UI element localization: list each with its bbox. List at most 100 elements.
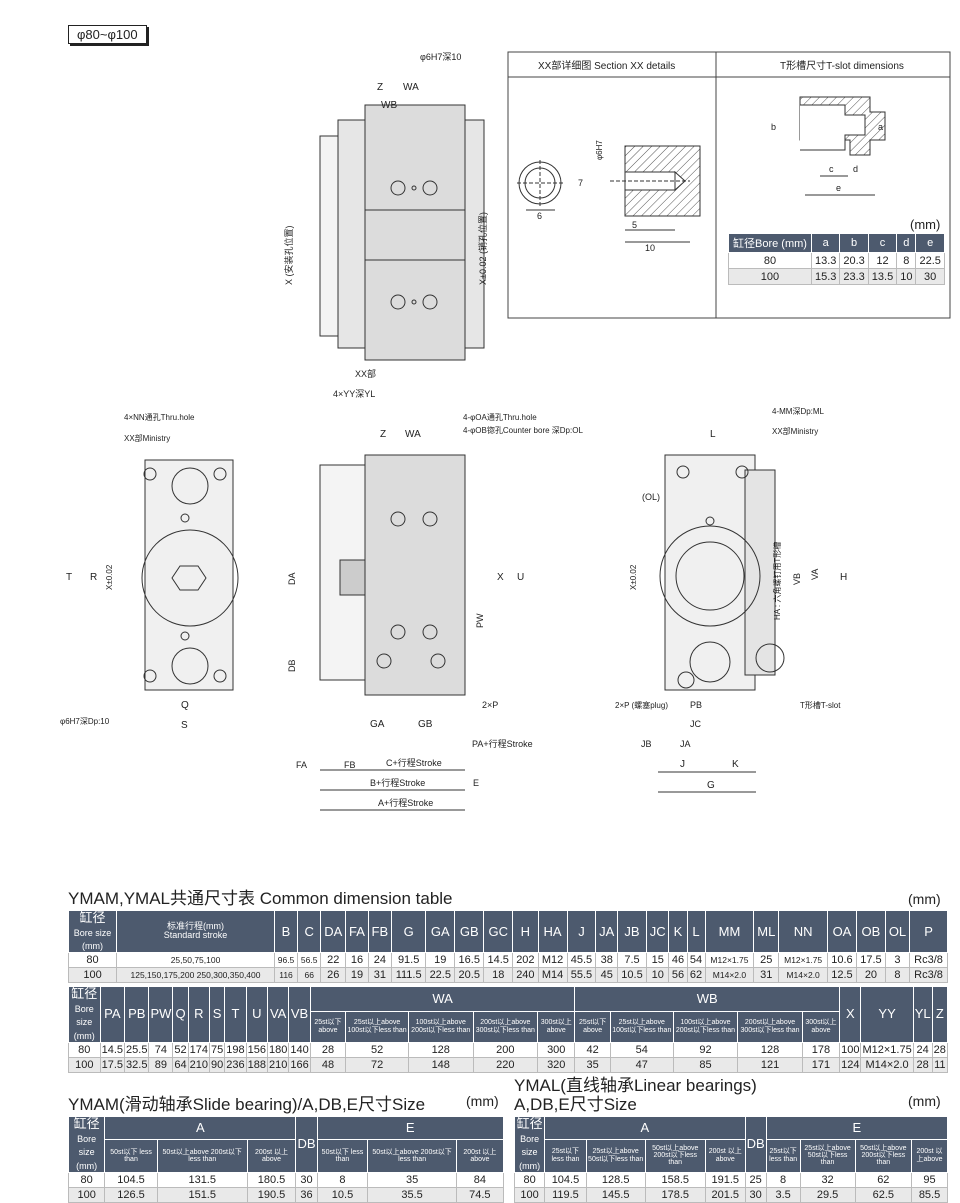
table-cell: M14×2.0 — [704, 966, 755, 983]
table-cell: 89 — [148, 1056, 174, 1073]
table-cell: 96.5 — [273, 951, 299, 968]
table-cell: 174 — [187, 1041, 211, 1058]
table-cell: 210 — [187, 1056, 211, 1073]
svg-text:Z: Z — [380, 429, 386, 440]
table-cell: 29.5 — [799, 1186, 856, 1203]
svg-text:Z: Z — [377, 82, 383, 93]
svg-text:GA: GA — [370, 719, 385, 730]
table-cell: 191.5 — [704, 1171, 746, 1188]
table-cell: 25.5 — [124, 1041, 150, 1058]
svg-text:JC: JC — [690, 719, 702, 729]
table-cell: 220 — [472, 1056, 539, 1073]
svg-text:10: 10 — [645, 243, 655, 253]
svg-text:WA: WA — [405, 429, 421, 440]
svg-text:JA: JA — [680, 739, 691, 749]
table-cell: M14×2.0 — [778, 966, 828, 983]
table-cell: 180.5 — [246, 1171, 297, 1188]
svg-text:c: c — [829, 164, 834, 174]
ymam-unit: (mm) — [466, 1093, 499, 1109]
table-cell: 300 — [537, 1041, 576, 1058]
svg-text:φ6H7: φ6H7 — [595, 140, 604, 160]
svg-text:JB: JB — [641, 739, 652, 749]
svg-text:7: 7 — [578, 178, 583, 188]
svg-text:WB: WB — [381, 100, 397, 111]
svg-text:e: e — [836, 183, 841, 193]
table-cell: 56 — [668, 966, 688, 983]
svg-text:R: R — [90, 572, 97, 583]
table-cell: 14.5 — [483, 951, 514, 968]
table-cell: 22 — [320, 951, 347, 968]
table-cell: 90 — [209, 1056, 226, 1073]
table-cell: 236 — [224, 1056, 247, 1073]
tslot-th-a: a — [810, 233, 841, 253]
tslot-title: T形槽尺寸T-slot dimensions — [780, 59, 904, 72]
table-cell: 140 — [288, 1041, 311, 1058]
table-cell: 15 — [645, 951, 670, 968]
svg-text:Q: Q — [181, 700, 189, 711]
svg-text:FA: FA — [296, 760, 307, 770]
ymal-title-2: A,DB,E尺寸Size — [514, 1095, 637, 1114]
svg-text:A+行程Stroke: A+行程Stroke — [378, 797, 433, 808]
svg-text:d: d — [853, 164, 858, 174]
table-cell: 92 — [672, 1041, 739, 1058]
svg-text:4-φOA通孔Thru.hole: 4-φOA通孔Thru.hole — [463, 412, 537, 422]
svg-text:4×YY深YL: 4×YY深YL — [333, 389, 375, 399]
svg-text:H: H — [840, 572, 847, 583]
table-cell: 38 — [595, 951, 619, 968]
table-cell: 10.5 — [316, 1186, 369, 1203]
table-cell: 171 — [801, 1056, 841, 1073]
th-stroke: 标准行程(mm)Standard stroke — [116, 910, 275, 953]
tslot-th-c: c — [867, 233, 898, 253]
svg-text:4×NN通孔Thru.hole: 4×NN通孔Thru.hole — [124, 412, 195, 422]
svg-text:VA: VA — [810, 569, 820, 580]
table-cell: 116 — [273, 966, 299, 983]
tslot-th-e: e — [915, 233, 945, 253]
section-xx-drawing: 6 φ6H7 7 5 10 — [517, 140, 701, 253]
tslot-drawing: b a c d e — [771, 96, 886, 196]
table-cell: 166 — [288, 1056, 311, 1073]
table-cell: 95 — [911, 1171, 948, 1188]
table-cell: 84 — [455, 1171, 505, 1188]
table-cell: 54 — [686, 951, 706, 968]
table-cell: 11 — [931, 1056, 949, 1073]
table-cell: 17.5 — [855, 951, 886, 968]
svg-text:VB: VB — [792, 573, 802, 585]
table-cell: 128 — [407, 1041, 474, 1058]
table-cell: 145.5 — [585, 1186, 646, 1203]
table-cell: 30 — [295, 1171, 318, 1188]
end-view-drawing: L 4-MM深Dp:ML XX部Ministry (OL) X±0.02 H V… — [615, 407, 847, 793]
table-cell: 128.5 — [585, 1171, 646, 1188]
svg-text:b: b — [771, 122, 776, 132]
svg-text:WA: WA — [403, 82, 419, 93]
svg-text:K: K — [732, 759, 739, 770]
table-cell: 19 — [345, 966, 369, 983]
table-cell: 16.5 — [454, 951, 485, 968]
svg-text:XX部Ministry: XX部Ministry — [124, 433, 170, 443]
table-cell: 104.5 — [544, 1171, 587, 1188]
svg-text:HA : 六角螺钉用T形槽: HA : 六角螺钉用T形槽 — [772, 542, 782, 620]
svg-text:L: L — [710, 429, 716, 440]
table-cell: 80 — [513, 1171, 546, 1188]
table-cell: 12.5 — [826, 966, 857, 983]
table-cell: 124 — [839, 1056, 862, 1073]
table-cell: 20.5 — [454, 966, 485, 983]
table-cell: 35 — [574, 1056, 611, 1073]
ymal-unit: (mm) — [908, 1093, 941, 1109]
table-cell: M12×1.75 — [778, 951, 828, 968]
table-cell: 54 — [609, 1041, 674, 1058]
table-cell: 125,150,175,200 250,300,350,400 — [116, 966, 275, 983]
common-table-title: YMAM,YMAL共通尺寸表 Common dimension table — [68, 889, 453, 908]
svg-text:4-φOB锪孔Counter bore 深Dp:OL: 4-φOB锪孔Counter bore 深Dp:OL — [463, 425, 583, 435]
tslot-th-b: b — [839, 233, 869, 253]
table-cell: 32 — [799, 1171, 856, 1188]
table-cell: 178 — [801, 1041, 841, 1058]
common-table-unit: (mm) — [908, 891, 941, 907]
